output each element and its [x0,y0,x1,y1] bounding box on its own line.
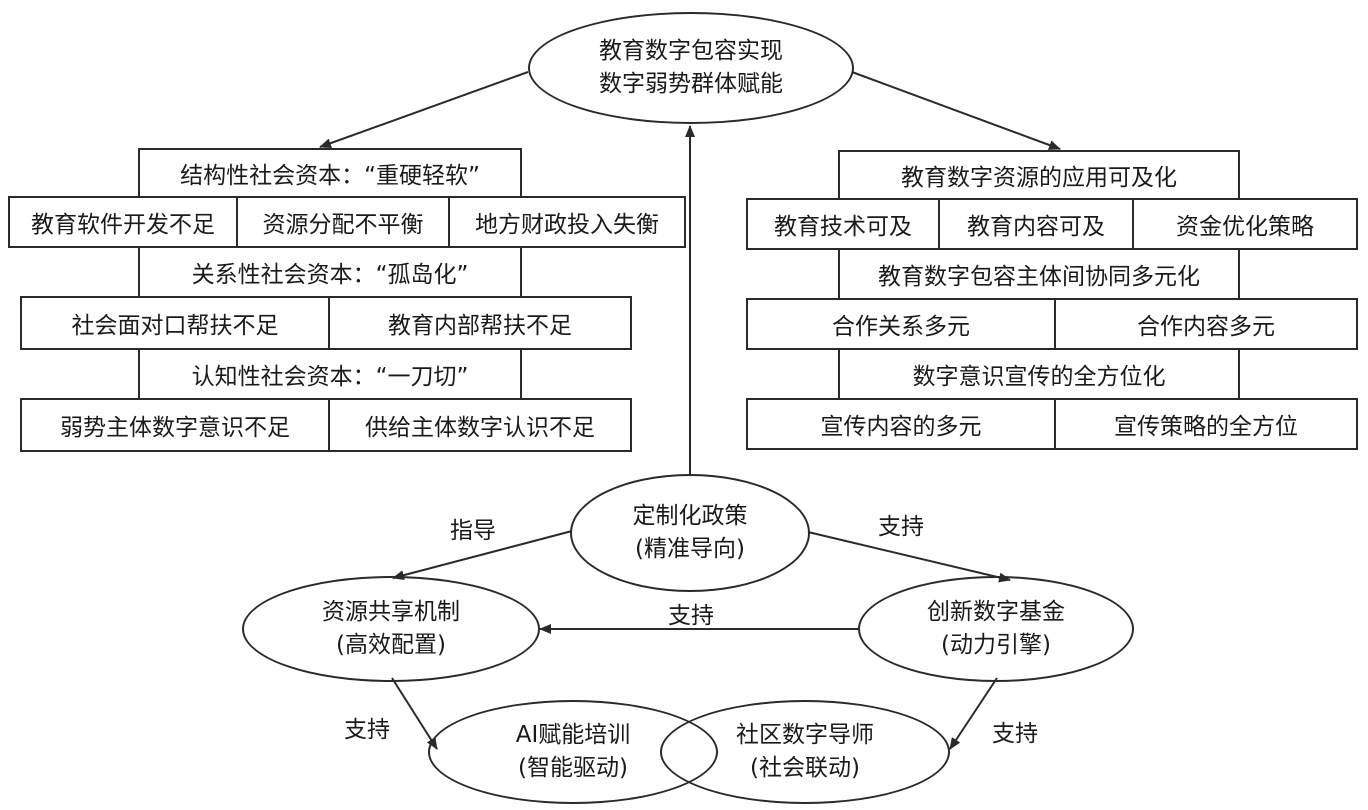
arrow-goal-to-left-panel [319,71,529,148]
publicity-item: 宣传策略的全方位 [1054,398,1358,450]
access-item: 教育技术可及 [746,198,940,250]
sharing-line1: 资源共享机制 [322,599,460,625]
edge-label-guide: 指导 [450,518,496,544]
arrow-sharing-to-ai [391,677,438,750]
sharing-ellipse: 资源共享机制 (高效配置) [242,576,540,682]
structural-item: 地方财政投入失衡 [448,196,686,248]
collab-title: 教育数字包容主体间协同多元化 [838,248,1240,300]
sharing-line2: (高效配置) [336,632,446,658]
edge-label-support: 支持 [992,721,1038,747]
policy-line2: (精准导向) [635,536,745,562]
relational-item: 教育内部帮扶不足 [328,296,632,350]
fund-line1: 创新数字基金 [927,599,1065,625]
goal-ellipse: 教育数字包容实现 数字弱势群体赋能 [528,12,854,124]
ai-training-ellipse: AI赋能培训 (智能驱动) [428,700,718,804]
mentor-line2: (社会联动) [750,755,860,781]
cognitive-item: 弱势主体数字意识不足 [20,398,330,452]
edge-label-support: 支持 [878,514,924,540]
ai-training-line2: (智能驱动) [518,755,628,781]
policy-line1: 定制化政策 [632,503,748,529]
relational-capital-title: 关系性社会资本：“孤岛化” [138,246,522,298]
fund-line2: (动力引擎) [941,632,1051,658]
publicity-title: 数字意识宣传的全方位化 [838,348,1240,400]
structural-capital-title: 结构性社会资本：“重硬轻软” [138,148,522,198]
edge-label-support: 支持 [344,717,390,743]
relational-capital-items: 社会面对口帮扶不足 教育内部帮扶不足 [20,296,632,350]
structural-item: 教育软件开发不足 [8,196,238,248]
access-item: 资金优化策略 [1132,198,1358,250]
policy-ellipse: 定制化政策 (精准导向) [570,474,810,592]
access-item: 教育内容可及 [938,198,1134,250]
access-title: 教育数字资源的应用可及化 [838,150,1240,200]
structural-capital-items: 教育软件开发不足 资源分配不平衡 地方财政投入失衡 [8,196,686,248]
collab-item: 合作关系多元 [746,298,1056,350]
fund-ellipse: 创新数字基金 (动力引擎) [858,576,1134,682]
cognitive-capital-items: 弱势主体数字意识不足 供给主体数字认识不足 [20,398,632,452]
arrow-policy-to-fund [807,531,1011,583]
structural-item: 资源分配不平衡 [236,196,450,248]
publicity-items: 宣传内容的多元 宣传策略的全方位 [746,398,1358,450]
edge-label-support: 支持 [668,603,714,629]
relational-item: 社会面对口帮扶不足 [20,296,330,350]
collab-item: 合作内容多元 [1054,298,1358,350]
goal-line2: 数字弱势群体赋能 [599,71,783,97]
cognitive-item: 供给主体数字认识不足 [328,398,632,452]
mentor-ellipse: 社区数字导师 (社会联动) [660,700,950,804]
mentor-line1: 社区数字导师 [736,722,874,748]
arrow-policy-to-sharing [392,530,573,581]
collab-items: 合作关系多元 合作内容多元 [746,298,1358,350]
ai-training-line1: AI赋能培训 [515,722,631,748]
access-items: 教育技术可及 教育内容可及 资金优化策略 [746,198,1358,250]
arrow-goal-to-right-panel [851,71,1061,150]
goal-line1: 教育数字包容实现 [599,38,783,64]
publicity-item: 宣传内容的多元 [746,398,1056,450]
cognitive-capital-title: 认知性社会资本：“一刀切” [138,348,522,400]
arrow-fund-to-mentor [949,677,998,750]
